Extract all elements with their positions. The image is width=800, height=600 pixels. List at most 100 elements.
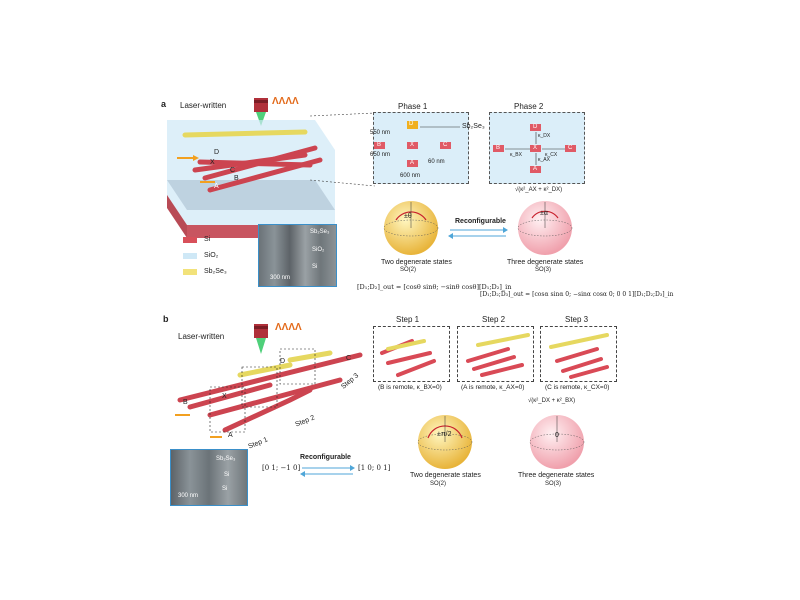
- sem-label-sb-a: Sb₂Se₃: [310, 229, 330, 235]
- phase1-rect-c: [440, 142, 451, 149]
- step2-caption: (A is remote, κ_AX=0): [461, 384, 525, 391]
- sphere-so2-b: [417, 415, 473, 469]
- sphere-so3-b-top: √(κ²_DX + κ²_BX): [528, 398, 576, 404]
- phase2-rect-b: [493, 145, 504, 152]
- phase2-label-x: X: [533, 145, 538, 151]
- step1-title: Step 1: [396, 315, 420, 324]
- wg-label-x-b: X: [222, 393, 227, 400]
- sphere-so2-a-caption2: SO(2): [400, 267, 417, 273]
- laser-pulses-a: ΛΛΛΛ: [272, 96, 299, 107]
- wg-label-x-a: X: [210, 159, 215, 166]
- phase1-title: Phase 1: [398, 102, 428, 111]
- phase2-rect-a: [530, 166, 541, 173]
- phase2-kappa-bx: κ_BX: [510, 152, 522, 158]
- zoom-lines-a: [309, 112, 376, 187]
- reconfigurable-label-b: Reconfigurable: [300, 454, 351, 461]
- wg-label-b-b: B: [183, 399, 188, 406]
- laser-objective-b: [254, 324, 268, 354]
- sphere-so2-b-caption1: Two degenerate states: [410, 472, 481, 479]
- phase2-label-b: B: [496, 145, 501, 151]
- matrix-1: [0 1; −1 0]: [262, 464, 301, 472]
- sphere-so2-a-angle: ±θ: [404, 213, 412, 220]
- phase1-rect-d: [407, 121, 418, 129]
- chip-3d-b: [175, 348, 363, 438]
- wg-label-d-a: D: [214, 149, 220, 156]
- phase1-label-b: B: [377, 142, 382, 148]
- phase1-dim-right: 60 nm: [428, 159, 445, 165]
- sphere-so3-b-caption2: SO(3): [545, 481, 562, 487]
- phase1-dim-mid: 650 nm: [370, 152, 391, 158]
- wg-label-a-b: A: [228, 432, 233, 439]
- phase2-arrows: [505, 132, 565, 165]
- panel-a-title: Laser-written: [180, 101, 227, 110]
- sb-label: Sb₂Se₃: [462, 123, 485, 130]
- sphere-so3-a-top: √(κ²_AX + κ²_DX): [515, 187, 563, 193]
- legend-swatch-sb2se3: [183, 269, 197, 275]
- sem-label-si1-b: Si: [224, 472, 230, 478]
- wg-label-d-b: D: [280, 358, 286, 365]
- panel-a-letter: a: [161, 99, 167, 109]
- legend-label-si: Si: [204, 236, 211, 243]
- phase2-label-a: A: [533, 166, 538, 172]
- phase2-kappa-dx: κ_DX: [538, 133, 551, 139]
- equation-so3: [D₁;D₂;D₃]_out = [cosα sinα 0; −sinα cos…: [480, 291, 674, 298]
- phase2-kappa-cx: κ_CX: [545, 152, 558, 158]
- phase2-label-c: C: [568, 145, 573, 151]
- phase2-rect-d: [530, 124, 541, 131]
- sphere-so3-b: [529, 415, 585, 469]
- phase2-title: Phase 2: [514, 102, 544, 111]
- sphere-so3-a: [517, 201, 573, 255]
- sem-image-a: [258, 224, 337, 287]
- legend-swatch-sio2: [183, 253, 197, 259]
- step1-caption: (B is remote, κ_BX=0): [378, 384, 442, 391]
- equation-so2: [D₁;D₂]_out = [cosθ sinθ; −sinθ cosθ][D₁…: [357, 283, 512, 291]
- reconfigurable-label-a: Reconfigurable: [455, 218, 506, 225]
- chip-3d-a: [167, 120, 335, 238]
- sphere-so2-b-angle: ±π/2: [437, 431, 452, 438]
- sem-label-sio2-a: SiO₂: [312, 247, 325, 253]
- phase1-label-d: D: [409, 121, 414, 127]
- phase1-rect-x: [407, 142, 418, 149]
- step1-box: [373, 326, 450, 382]
- panel-b-title: Laser-written: [178, 332, 225, 341]
- step2-illustration: [466, 333, 530, 377]
- matrix-2: [1 0; 0 1]: [358, 464, 391, 472]
- sphere-so3-b-angle: 0: [555, 432, 559, 439]
- phase2-rect-x: [530, 145, 541, 152]
- sem-scale-b: 300 nm: [178, 493, 199, 499]
- wg-label-a-a: A: [214, 183, 219, 190]
- reconfigurable-arrows-b: [300, 465, 355, 477]
- phase2-rect-c: [565, 145, 576, 152]
- sphere-so3-a-caption2: SO(3): [535, 267, 552, 273]
- panel-b-letter: b: [163, 314, 169, 324]
- sem-label-sb-b: Sb₂Se₃: [216, 456, 236, 462]
- phase2-kappa-ax: κ_AX: [538, 157, 550, 163]
- step3-title: Step 3: [565, 315, 589, 324]
- phase1-rect-a: [407, 160, 418, 167]
- phase1-box: [373, 112, 469, 184]
- step3-illustration: [549, 333, 609, 379]
- sphere-so2-a: [383, 201, 439, 255]
- reconfigurable-arrows-a: [448, 227, 508, 239]
- legend-label-sio2: SiO₂: [204, 252, 219, 259]
- sem-label-si-a: Si: [312, 264, 318, 270]
- phase1-label-a: A: [410, 160, 415, 166]
- wg-label-c-b: C: [346, 355, 352, 362]
- sphere-so3-a-caption1: Three degenerate states: [507, 259, 584, 266]
- wg-label-c-a: C: [230, 167, 236, 174]
- sphere-so3-b-caption1: Three degenerate states: [518, 472, 595, 479]
- sem-image-b: [170, 449, 248, 506]
- step1-illustration: [380, 339, 436, 377]
- phase1-dim-top: 550 nm: [370, 130, 391, 136]
- step2-title: Step 2: [482, 315, 506, 324]
- sphere-so2-a-caption1: Two degenerate states: [381, 259, 452, 266]
- sphere-so3-a-angle: ±α: [540, 210, 548, 217]
- laser-pulses-b: ΛΛΛΛ: [275, 322, 302, 333]
- phase1-dim-bottom: 600 nm: [400, 173, 421, 179]
- sem-label-si2-b: Si: [222, 486, 228, 492]
- phase1-label-x: X: [410, 142, 415, 148]
- phase1-label-c: C: [443, 142, 448, 148]
- step3-caption: (C is remote, κ_CX=0): [545, 384, 610, 391]
- phase1-rect-b: [374, 142, 385, 149]
- sphere-so2-b-caption2: SO(2): [430, 481, 447, 487]
